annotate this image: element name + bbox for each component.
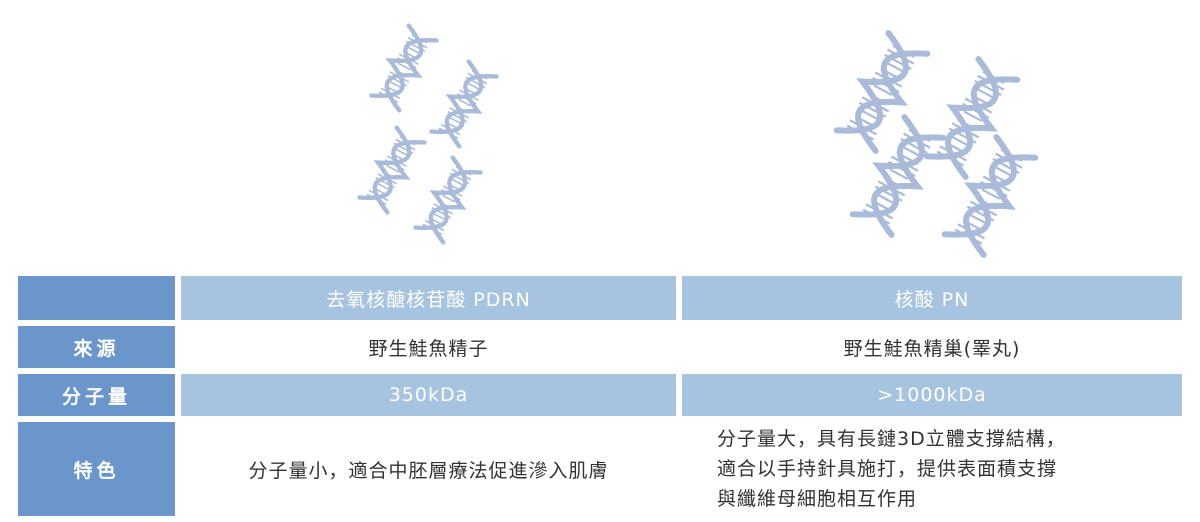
table-row: 來源 野生鮭魚精子 野生鮭魚精巢(睪丸) xyxy=(18,326,1182,368)
dna-icon xyxy=(415,158,480,243)
column-header-pdrn: 去氧核醣核苷酸 PDRN xyxy=(181,276,676,320)
pn-features-line: 分子量大，具有長鏈3D立體支撐結構， xyxy=(717,428,1066,450)
cell-pn-features: 分子量大，具有長鏈3D立體支撐結構， 適合以手持針具施打，提供表面積支撐 與纖維… xyxy=(682,422,1182,516)
table-header-row: 去氧核醣核苷酸 PDRN 核酸 PN xyxy=(18,276,1182,320)
cell-pdrn-source: 野生鮭魚精子 xyxy=(181,326,676,368)
cell-pdrn-features: 分子量小，適合中胚層療法促進滲入肌膚 xyxy=(181,422,676,516)
cell-pn-source: 野生鮭魚精巢(睪丸) xyxy=(682,326,1182,368)
row-label-features: 特色 xyxy=(18,422,175,516)
dna-icon xyxy=(359,128,424,213)
pn-features-line: 適合以手持針具施打，提供表面積支撐 xyxy=(717,458,1058,480)
table-row: 特色 分子量小，適合中胚層療法促進滲入肌膚 分子量大，具有長鏈3D立體支撐結構，… xyxy=(18,422,1182,516)
cell-pn-molecular-weight: >1000kDa xyxy=(682,374,1182,416)
cell-pdrn-molecular-weight: 350kDa xyxy=(181,374,676,416)
row-label-molecular-weight: 分子量 xyxy=(18,374,175,416)
dna-icon xyxy=(431,62,496,147)
dna-svg xyxy=(0,0,1200,270)
pn-features-text: 分子量大，具有長鏈3D立體支撐結構， 適合以手持針具施打，提供表面積支撐 與纖維… xyxy=(717,424,1147,514)
dna-icon xyxy=(371,26,436,111)
column-header-pn: 核酸 PN xyxy=(682,276,1182,320)
pn-features-line: 與纖維母細胞相互作用 xyxy=(717,488,918,510)
table-row: 分子量 350kDa >1000kDa xyxy=(18,374,1182,416)
dna-illustration xyxy=(0,0,1200,270)
row-label-source: 來源 xyxy=(18,326,175,368)
header-corner xyxy=(18,276,175,320)
